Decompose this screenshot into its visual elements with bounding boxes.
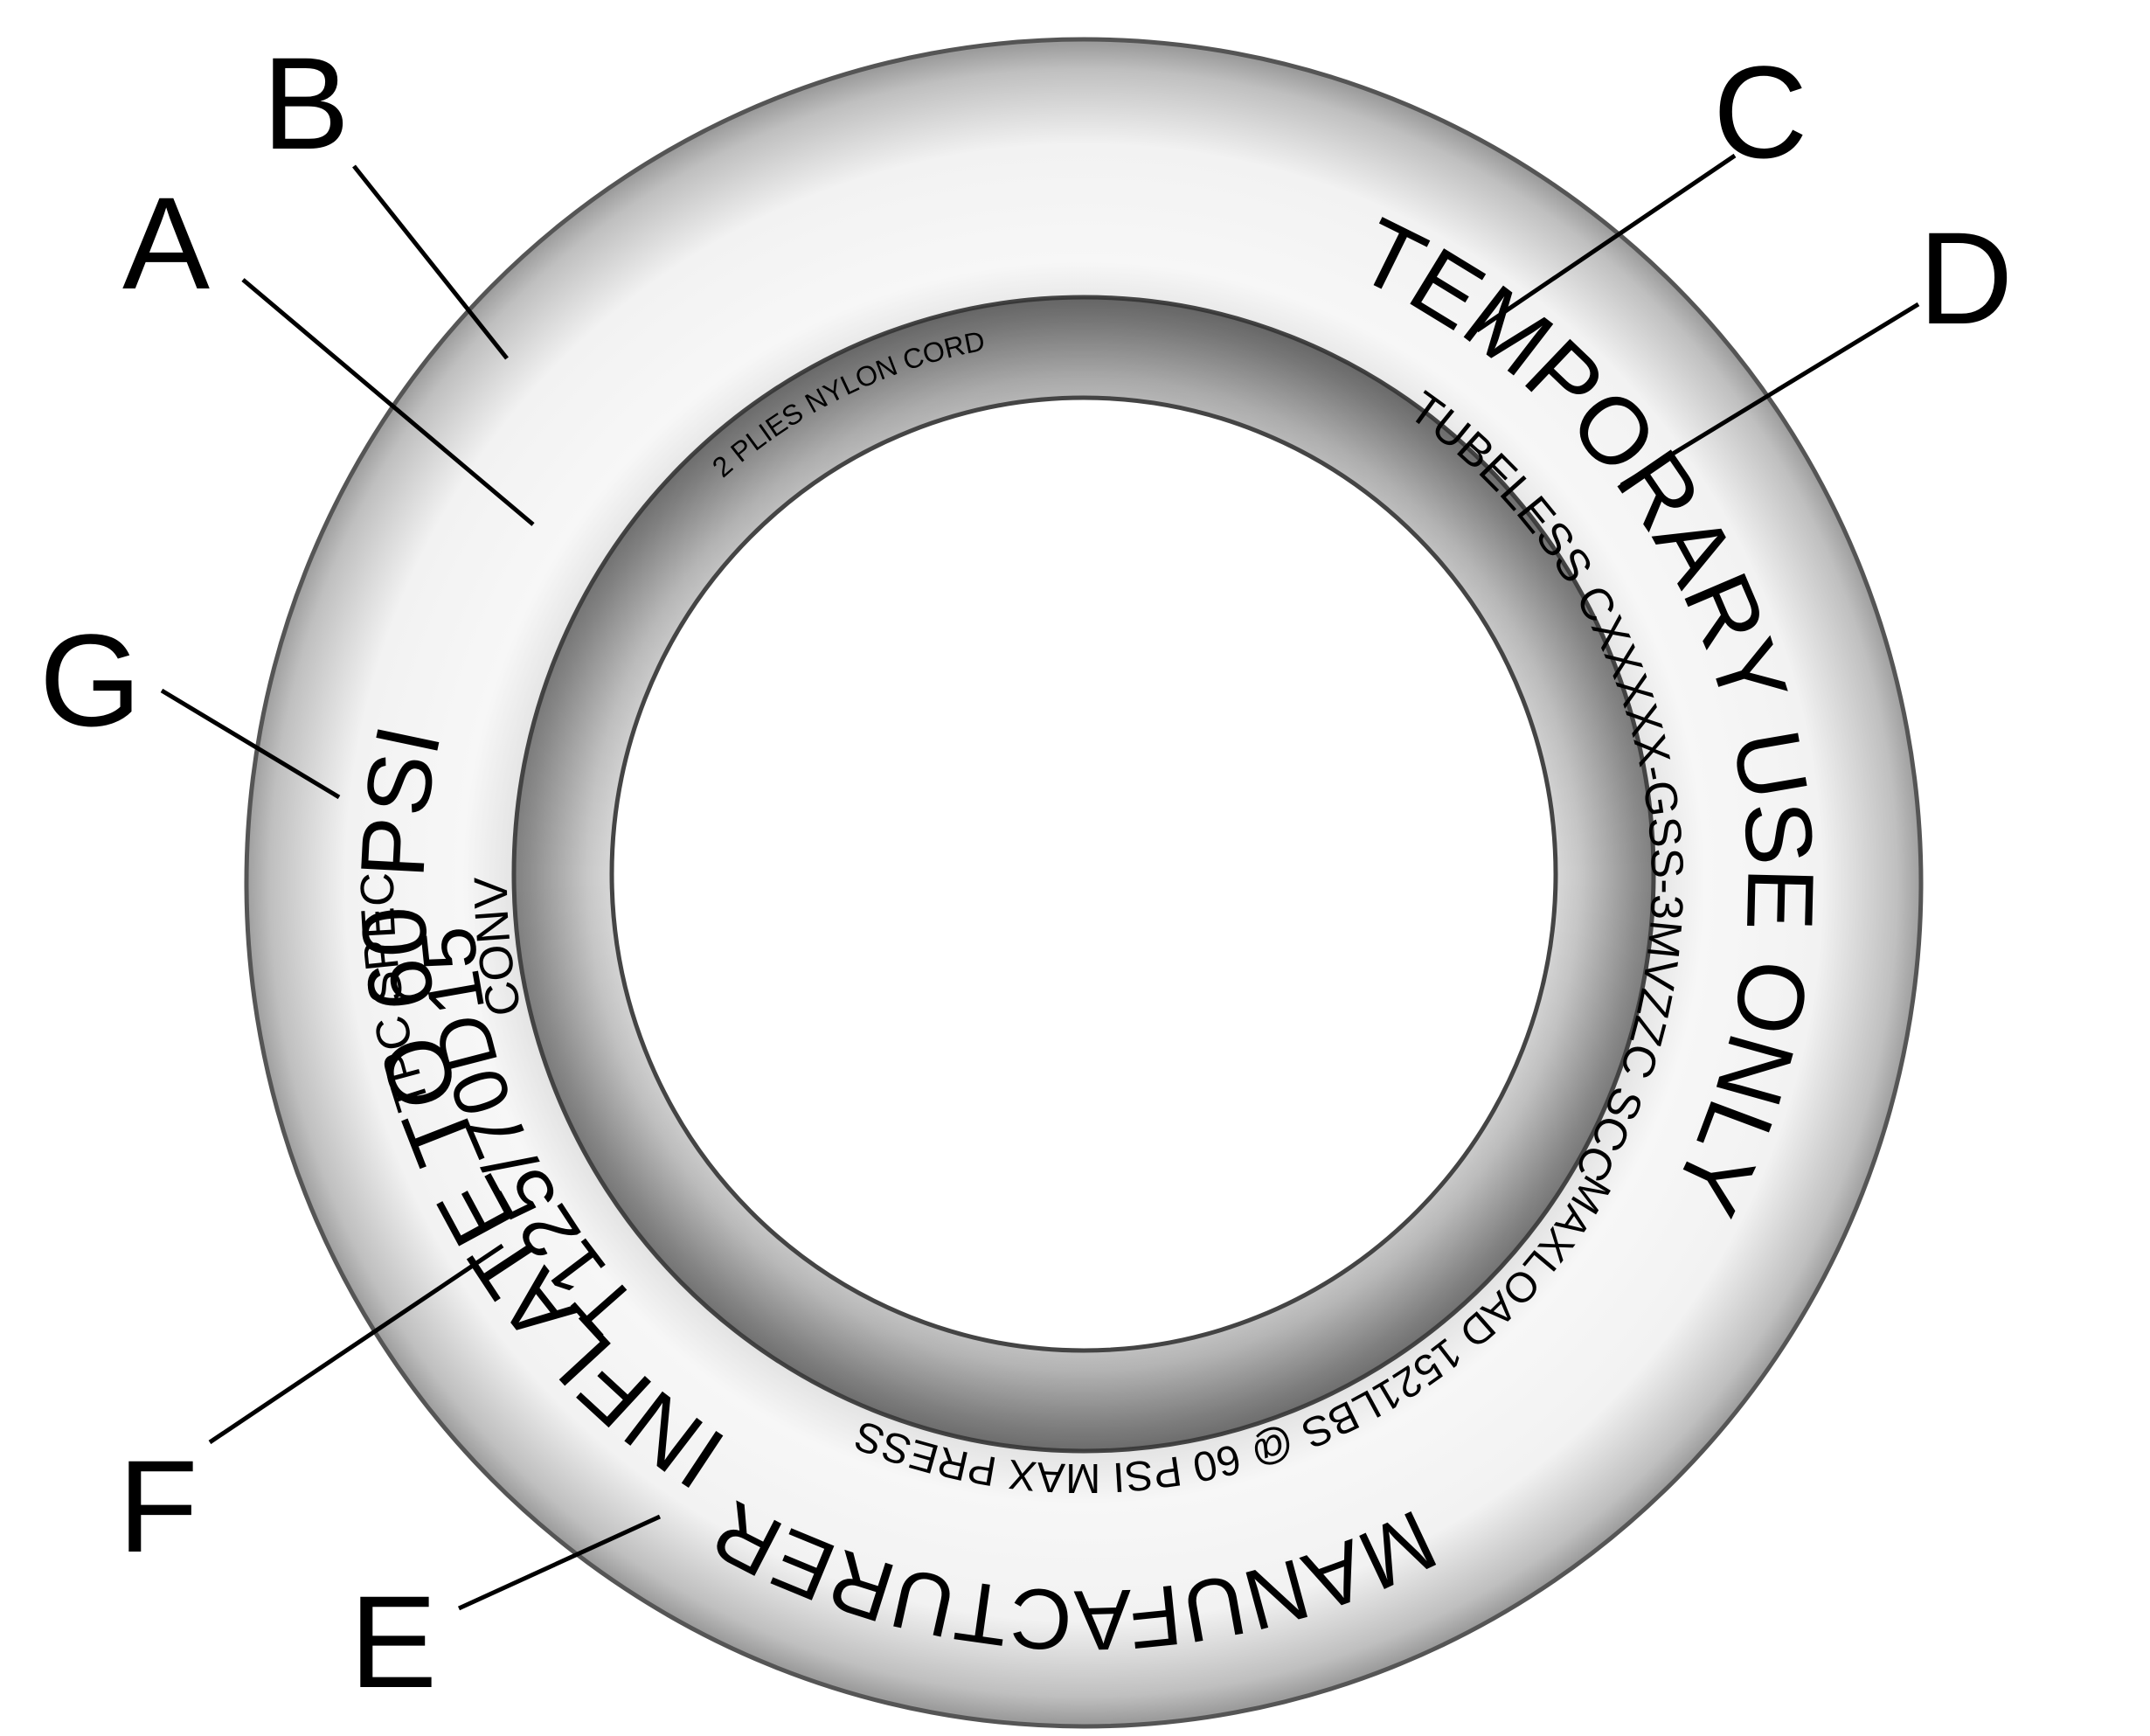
callout-c: C: [1713, 38, 1807, 185]
leader-line-g: [160, 688, 341, 800]
leader-line-c: [1475, 153, 1737, 333]
callout-g: G: [39, 607, 142, 753]
leader-line-a: [241, 278, 535, 526]
callout-a: A: [122, 170, 210, 316]
leader-line-f: [208, 1243, 504, 1445]
callout-d: D: [1918, 205, 2013, 351]
wheel-hole: [609, 395, 1558, 1353]
leader-line-d: [1619, 302, 1920, 488]
leader-line-b: [352, 164, 509, 360]
leader-line-e: [457, 1514, 662, 1611]
callout-e: E: [350, 1568, 437, 1715]
callout-f: F: [118, 1433, 198, 1580]
callout-b: B: [262, 30, 350, 177]
